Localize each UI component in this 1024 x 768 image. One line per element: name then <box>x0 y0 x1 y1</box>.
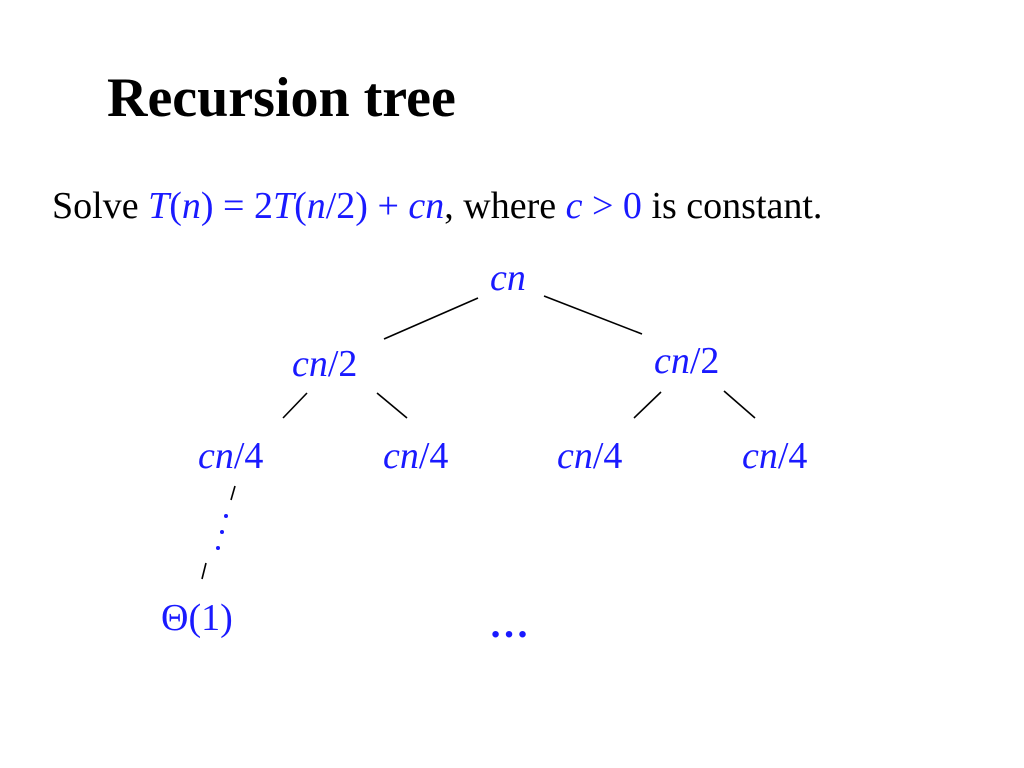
edge-root-right <box>543 295 643 335</box>
problem-middle: , where <box>444 185 566 227</box>
slide-title: Recursion tree <box>107 67 456 129</box>
tree-level2-node: cn/4 <box>198 435 264 477</box>
tree-level1-left: cn/2 <box>292 343 358 385</box>
tree-level2-node: cn/4 <box>557 435 623 477</box>
edge-leaf-upper <box>230 485 236 501</box>
tree-root: cn <box>490 257 526 299</box>
edge-l1b-l2c <box>633 391 662 419</box>
tree-leaf-theta: Θ(1) <box>161 597 233 639</box>
recurrence-equation: T(n) = 2T(n/2) + cn <box>148 185 445 227</box>
tree-level2-node: cn/4 <box>742 435 808 477</box>
horizontal-ellipsis: … <box>489 601 529 646</box>
problem-prefix: Solve <box>52 185 149 227</box>
constant-condition: c > 0 <box>565 185 642 227</box>
edge-l1a-l2a <box>282 392 308 419</box>
problem-suffix: is constant. <box>641 185 823 227</box>
edge-l1b-l2d <box>723 390 756 419</box>
tree-level1-right: cn/2 <box>654 340 720 382</box>
vertical-ellipsis <box>210 512 230 556</box>
problem-statement: Solve T(n) = 2T(n/2) + cn, where c > 0 i… <box>52 185 823 228</box>
edge-l1a-l2b <box>376 392 408 419</box>
edge-root-left <box>383 297 479 340</box>
edge-leaf-lower <box>201 562 207 580</box>
tree-level2-node: cn/4 <box>383 435 449 477</box>
